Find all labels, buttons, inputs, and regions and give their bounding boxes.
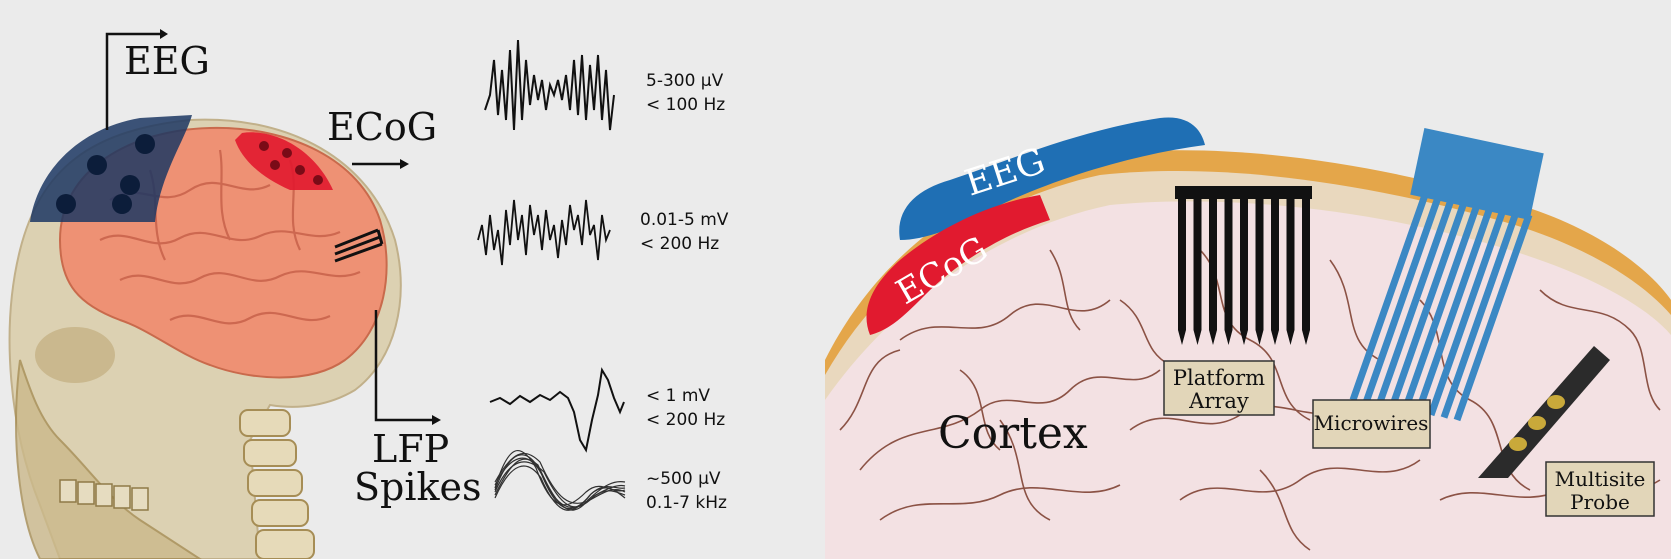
multisite-probe-label-line2: Probe: [1570, 490, 1630, 514]
microwires-label-box: Microwires: [1312, 399, 1431, 449]
microwire-strand: [1401, 203, 1481, 412]
lfp-callout: LFP Spikes: [354, 310, 482, 509]
platform-array-shank: [1286, 199, 1295, 345]
platform-array-shank: [1193, 199, 1202, 345]
platform-array-shank: [1271, 199, 1279, 345]
microwire-strand: [1375, 198, 1455, 407]
cortex-label: Cortex: [938, 408, 1088, 459]
multisite-probe-label-box: Multisite Probe: [1545, 461, 1655, 517]
microwire-strand: [1453, 213, 1533, 422]
lfp-waveform: [489, 367, 625, 453]
spikes-label: Spikes: [354, 465, 482, 509]
microwire-strand: [1349, 193, 1429, 402]
signal-3-amplitude: < 1 mV: [646, 386, 710, 406]
microwire-strand: [1362, 196, 1442, 404]
platform-array-shanks: [1178, 199, 1310, 345]
multisite-probe: [1478, 346, 1610, 478]
microwire-strand: [1388, 201, 1468, 409]
microwires: [1349, 128, 1544, 422]
platform-array-label-box: Platform Array: [1163, 360, 1275, 416]
multisite-probe-label-line1: Multisite: [1555, 467, 1646, 491]
eeg-label-left: EEG: [124, 39, 210, 83]
lfp-label: LFP: [372, 427, 449, 471]
signal-4-band: 0.1-7 kHz: [646, 493, 727, 513]
ecog-band-right: [866, 195, 1050, 335]
head-illustration: [8, 115, 402, 559]
ecog-waveform: [477, 199, 611, 266]
platform-array-label-line2: Array: [1188, 389, 1249, 413]
signal-1-band: < 100 Hz: [646, 95, 725, 115]
platform-array-shank: [1302, 199, 1310, 345]
platform-array-shank: [1178, 199, 1186, 345]
platform-array-label-line1: Platform: [1173, 366, 1265, 390]
eeg-waveform: [484, 39, 615, 131]
platform-array-shank: [1224, 199, 1233, 345]
microwire-strand: [1427, 208, 1507, 417]
microwire-strand: [1414, 206, 1494, 414]
spine: [239, 409, 315, 559]
eeg-band-right: [899, 117, 1205, 240]
microwires-label: Microwires: [1314, 411, 1429, 435]
signal-2-band: < 200 Hz: [640, 234, 719, 254]
ecog-electrodes: [259, 141, 323, 185]
teeth: [59, 479, 149, 511]
platform-array: [1175, 186, 1312, 199]
implant-probe: [334, 228, 384, 263]
ecog-callout: ECoG: [327, 105, 437, 169]
signal-1-amplitude: 5-300 µV: [646, 71, 724, 91]
signal-2-amplitude: 0.01-5 mV: [640, 210, 729, 230]
eeg-electrodes: [56, 134, 155, 214]
microwire-strand: [1440, 211, 1520, 419]
eeg-callout: EEG: [105, 29, 210, 130]
eye-socket: [35, 327, 115, 383]
platform-array-shank: [1209, 199, 1217, 345]
spikes-waveform: [494, 449, 626, 511]
signal-4-amplitude: ~500 µV: [646, 469, 721, 489]
platform-array-shank: [1240, 199, 1248, 345]
ecog-label-left: ECoG: [327, 105, 437, 149]
platform-array-shank: [1255, 199, 1264, 345]
signal-3-band: < 200 Hz: [646, 410, 725, 430]
